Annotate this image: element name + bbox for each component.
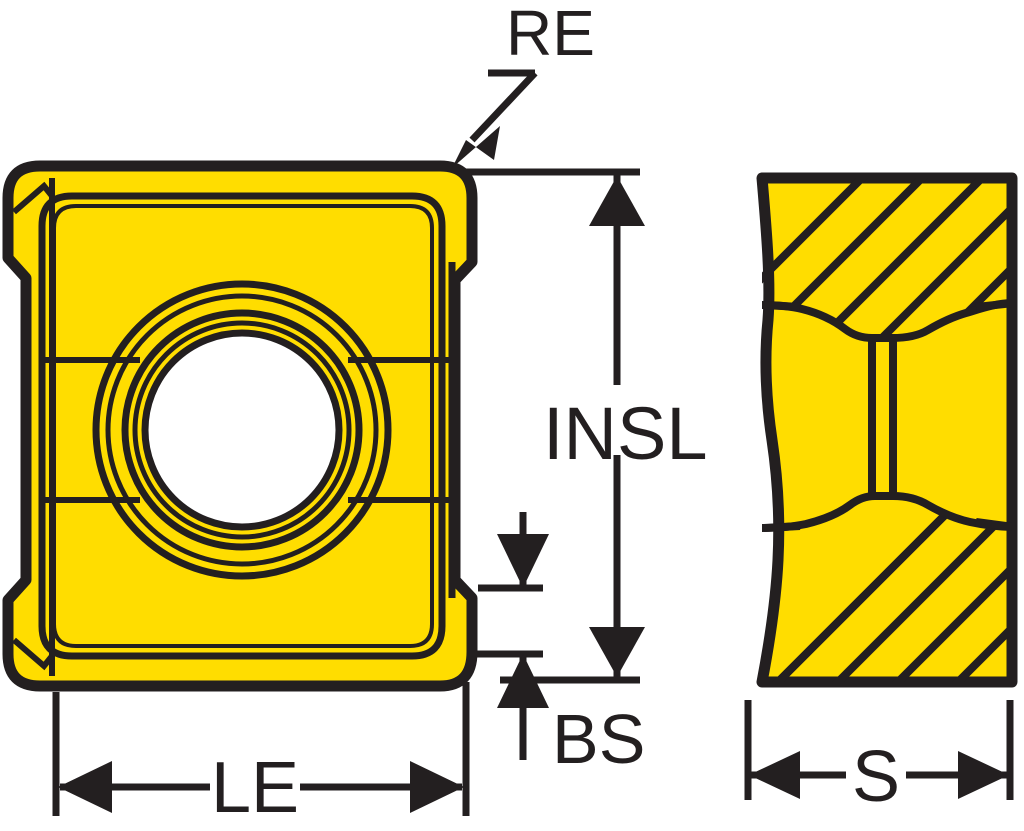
dimension-le: LE [52, 682, 470, 828]
insl-arrowhead-bottom [589, 627, 645, 677]
dimension-bs: BS [470, 512, 645, 778]
bs-label: BS [552, 700, 645, 778]
le-label: LE [211, 748, 299, 828]
insl-label: INSL [543, 392, 708, 475]
insl-arrowhead-top [589, 176, 645, 226]
seat-ring-outer-2 [105, 293, 379, 567]
re-leader-line [469, 70, 538, 143]
seat-ring-outer [92, 280, 392, 580]
corner-chamfer-bottom-left [12, 637, 55, 671]
bs-arrowhead-lower [497, 654, 549, 708]
section-left-edge-line-lower [763, 522, 801, 532]
section-body-outline [756, 172, 1018, 688]
re-arrowhead [452, 126, 500, 168]
seat-ring-inner [132, 320, 352, 540]
dimension-insl: INSL [466, 168, 708, 684]
section-left-edge-line-upper [763, 301, 801, 311]
chipbreaker-profile-upper [762, 299, 1012, 342]
chipbreaker-profile-lower [762, 492, 1012, 532]
seat-ring-mid [121, 309, 363, 551]
insert-rake-face-outline [38, 192, 446, 660]
section-right-edge-line-lower [975, 518, 1012, 531]
insert-rake-face-inner-line [52, 204, 434, 648]
centre-hole [141, 329, 343, 531]
bs-arrowhead-upper [497, 534, 549, 588]
side-section-view-group [756, 172, 1018, 688]
le-arrowhead-left [58, 761, 112, 813]
dimension-re: RE [452, 0, 595, 168]
le-arrowhead-right [410, 761, 464, 813]
s-label: S [852, 737, 900, 817]
corner-chamfer-top-left [12, 181, 55, 215]
re-label: RE [506, 0, 595, 69]
dimension-s: S [744, 700, 1014, 817]
s-arrowhead-left [749, 751, 800, 799]
front-view-group [2, 160, 478, 692]
section-right-edge-line-upper [975, 299, 1012, 311]
s-arrowhead-right [958, 751, 1009, 799]
